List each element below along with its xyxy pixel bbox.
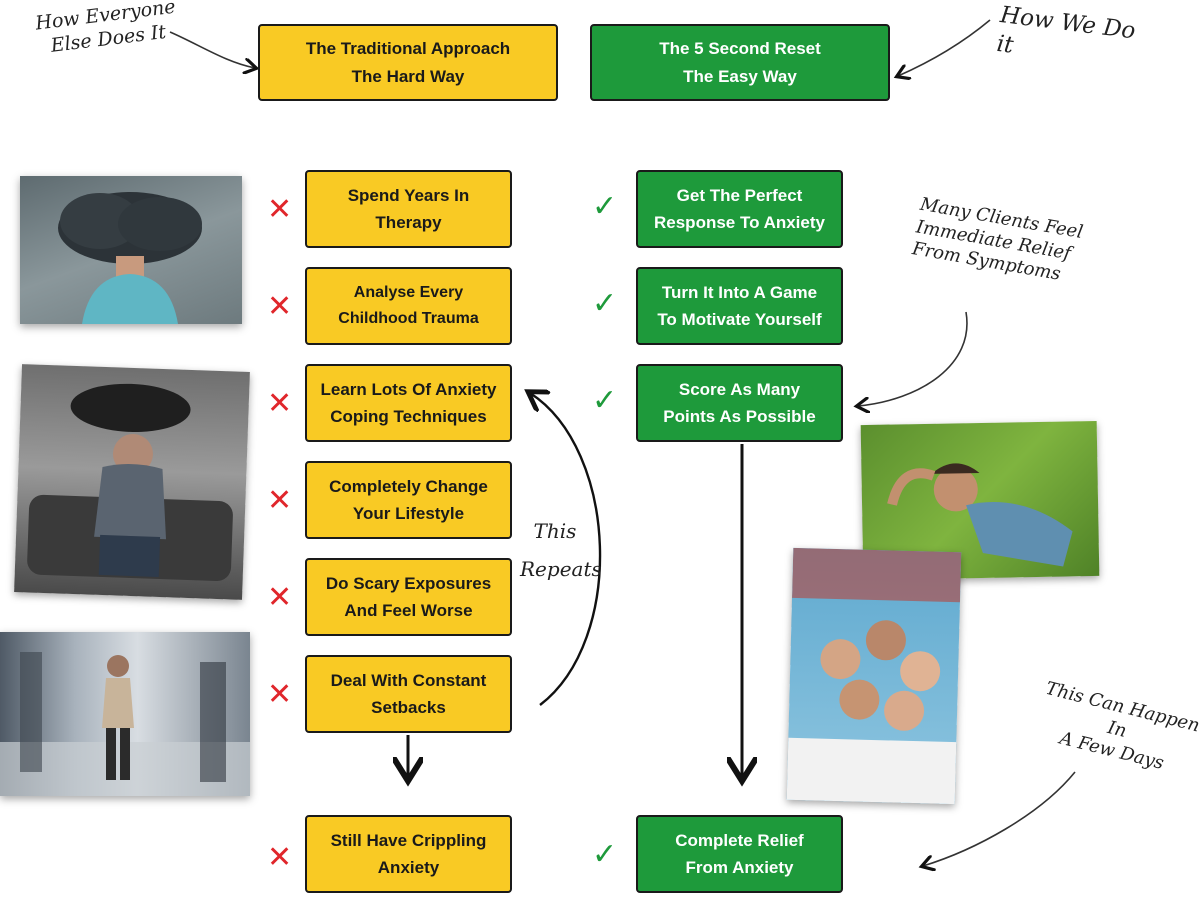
anxious-woman-couch-photo bbox=[14, 364, 250, 600]
repeats-note: This Repeats bbox=[520, 519, 602, 581]
crowd-woman-photo bbox=[0, 632, 250, 796]
cross-icon: ✕ bbox=[267, 580, 293, 615]
repeats-loop-arrow bbox=[530, 393, 602, 706]
check-icon: ✓ bbox=[592, 837, 618, 872]
cloud-head-photo bbox=[20, 176, 242, 324]
cross-icon: ✕ bbox=[267, 840, 293, 875]
left-step-4: Completely Change Your Lifestyle bbox=[305, 461, 512, 539]
left-step-5: Do Scary Exposures And Feel Worse bbox=[305, 558, 512, 636]
right-result-box: Complete Relief From Anxiety bbox=[636, 815, 843, 893]
right-step-3: Score As Many Points As Possible bbox=[636, 364, 843, 442]
man-on-grass-photo bbox=[860, 420, 1100, 581]
right-note-arrow bbox=[898, 19, 991, 76]
five-second-reset-box: The 5 Second Reset The Easy Way bbox=[590, 24, 890, 101]
cross-icon: ✕ bbox=[267, 386, 293, 421]
cross-icon: ✕ bbox=[267, 483, 293, 518]
clients-note-arrow bbox=[858, 311, 968, 406]
check-icon: ✓ bbox=[592, 189, 618, 224]
days-note-arrow bbox=[923, 771, 1076, 866]
right-step-1: Get The Perfect Response To Anxiety bbox=[636, 170, 843, 248]
left-step-2: Analyse Every Childhood Trauma bbox=[305, 267, 512, 345]
left-result-box: Still Have Crippling Anxiety bbox=[305, 815, 512, 893]
cross-icon: ✕ bbox=[267, 289, 293, 324]
cross-icon: ✕ bbox=[267, 192, 293, 227]
cross-icon: ✕ bbox=[267, 677, 293, 712]
left-step-3: Learn Lots Of Anxiety Coping Techniques bbox=[305, 364, 512, 442]
left-step-1: Spend Years In Therapy bbox=[305, 170, 512, 248]
left-note-arrow bbox=[169, 31, 255, 68]
right-step-2: Turn It Into A Game To Motivate Yourself bbox=[636, 267, 843, 345]
check-icon: ✓ bbox=[592, 383, 618, 418]
left-step-6: Deal With Constant Setbacks bbox=[305, 655, 512, 733]
traditional-approach-box: The Traditional Approach The Hard Way bbox=[258, 24, 558, 101]
group-huddle-photo bbox=[786, 547, 962, 805]
check-icon: ✓ bbox=[592, 286, 618, 321]
